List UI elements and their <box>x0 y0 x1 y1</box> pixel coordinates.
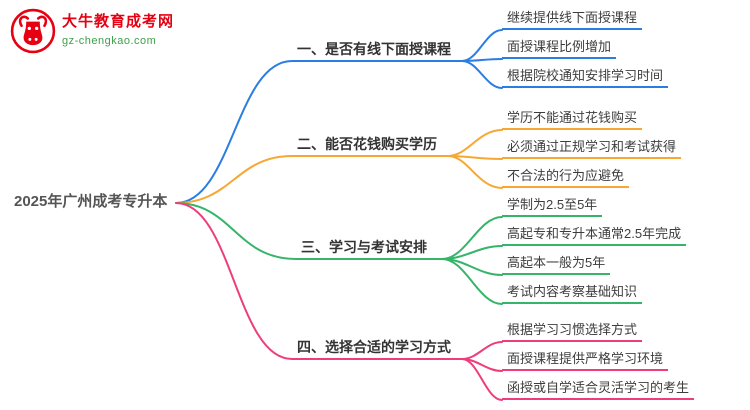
leaf-node: 学历不能通过花钱购买 <box>502 110 643 130</box>
leaf-node: 继续提供线下面授课程 <box>502 10 643 30</box>
connector-branch2-leaf-1 <box>447 129 503 157</box>
leaf-node: 高起本一般为5年 <box>502 255 611 275</box>
connector-branch1-leaf-3 <box>461 60 503 89</box>
brand-logo: 大牛教育成考网 gz-chengkao.com <box>10 8 174 54</box>
connector-root-branch-3 <box>175 202 297 260</box>
leaf-node: 高起专和专升本通常2.5年完成 <box>502 226 687 246</box>
leaf-node: 面授课程比例增加 <box>502 39 617 59</box>
leaf-node: 根据学习习惯选择方式 <box>502 322 643 342</box>
leaf-node: 不合法的行为应避免 <box>502 168 630 188</box>
connector-root-branch-2 <box>175 155 293 204</box>
leaf-node: 根据院校通知安排学习时间 <box>502 68 669 88</box>
connector-root-branch-4 <box>175 202 293 360</box>
branch-node-2: 二、能否花钱购买学历 <box>292 135 448 157</box>
connector-branch2-leaf-3 <box>447 155 503 189</box>
bull-icon <box>10 8 56 54</box>
brand-name: 大牛教育成考网 <box>62 13 175 30</box>
connector-branch3-leaf-4 <box>441 258 503 305</box>
branch-node-1: 一、是否有线下面授课程 <box>292 40 462 62</box>
connector-branch4-leaf-3 <box>461 358 503 401</box>
connector-branch4-leaf-1 <box>461 341 503 360</box>
leaf-node: 面授课程提供严格学习环境 <box>502 351 669 371</box>
connector-branch1-leaf-1 <box>461 29 503 62</box>
branch-node-3: 三、学习与考试安排 <box>296 238 442 260</box>
leaf-node: 考试内容考察基础知识 <box>502 284 643 304</box>
leaf-node: 函授或自学适合灵活学习的考生 <box>502 380 695 400</box>
leaf-node: 学制为2.5至5年 <box>502 197 603 217</box>
leaf-node: 必须通过正规学习和考试获得 <box>502 139 682 159</box>
brand-domain: gz-chengkao.com <box>62 35 157 47</box>
root-node: 2025年广州成考专升本 <box>14 193 168 210</box>
connector-root-branch-1 <box>175 60 293 204</box>
branch-node-4: 四、选择合适的学习方式 <box>292 338 462 360</box>
